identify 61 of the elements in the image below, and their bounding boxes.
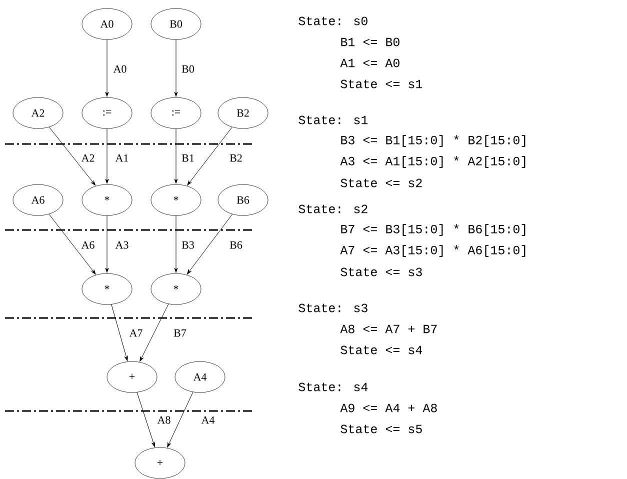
code-line: A8 <= A7 + B7: [340, 324, 437, 334]
code-line: State: s2: [298, 204, 368, 214]
code-line: State: s1: [298, 116, 368, 124]
arrow: [174, 128, 178, 184]
ellipse-node: A4: [174, 361, 226, 393]
edge-label: B7: [172, 328, 188, 338]
ellipse-node: *: [82, 184, 132, 216]
arrow: [136, 392, 156, 448]
arrow: [174, 39, 178, 97]
code-line: B1 <= B0: [341, 38, 400, 46]
edge-label: A4: [200, 415, 216, 425]
edge-label: A6: [80, 240, 96, 250]
edge-label: B2: [228, 153, 244, 163]
ellipse-node: B0: [150, 8, 202, 40]
code-line: A1 <= A0: [340, 58, 400, 68]
arrow: [140, 304, 169, 362]
arrow: [186, 214, 233, 274]
ellipse-node: A6: [12, 184, 64, 216]
edge-label: B6: [228, 240, 244, 250]
code-line: State: s4: [298, 382, 368, 392]
code-line: State <= s4: [340, 346, 422, 354]
arrow: [48, 126, 96, 186]
arrow: [48, 214, 96, 274]
ellipse-node: A2: [12, 97, 64, 129]
arrow: [105, 215, 109, 273]
code-line: A9 <= A4 + A8: [340, 404, 437, 412]
code-line: State <= s3: [340, 268, 422, 276]
ellipse-node: B2: [218, 97, 268, 129]
edge-label: B3: [180, 240, 196, 250]
edge-label: A3: [114, 240, 130, 250]
code-line: B7 <= B3[15:0] * B6[15:0]: [341, 224, 526, 236]
edge-label: A0: [112, 64, 128, 74]
edge-label: A1: [114, 153, 130, 163]
edge-label: A2: [80, 153, 96, 163]
ellipse-node: *: [150, 184, 202, 216]
arrow: [167, 392, 194, 448]
arrow: [105, 39, 109, 97]
arrow: [187, 126, 232, 186]
code-line: State: s3: [298, 304, 368, 312]
code-line: B3 <= B1[15:0] * B2[15:0]: [341, 135, 526, 147]
code-line: State: s0: [298, 16, 368, 26]
ellipse-node: B6: [218, 184, 268, 216]
ellipse-node: *: [82, 273, 132, 305]
edge-label: B1: [180, 153, 196, 163]
ellipse-node: +: [134, 447, 186, 479]
edge-label: B0: [180, 64, 196, 74]
ellipse-node: *: [150, 273, 202, 305]
code-line: State <= s2: [340, 178, 422, 188]
code-line: State <= s5: [340, 424, 422, 434]
ellipse-node: :=: [150, 97, 202, 129]
code-line: A7 <= A3[15:0] * A6[15:0]: [340, 245, 526, 257]
edge-label: A7: [128, 328, 144, 338]
ellipse-node: :=: [82, 97, 132, 129]
arrow: [174, 215, 178, 273]
arrow: [111, 304, 128, 362]
code-line: State <= s1: [340, 80, 422, 88]
ellipse-node: +: [106, 361, 158, 393]
code-line: A3 <= A1[15:0] * A2[15:0]: [340, 156, 526, 168]
edge-label: A8: [156, 415, 172, 425]
ellipse-node: A0: [82, 8, 132, 40]
arrow: [105, 128, 109, 184]
